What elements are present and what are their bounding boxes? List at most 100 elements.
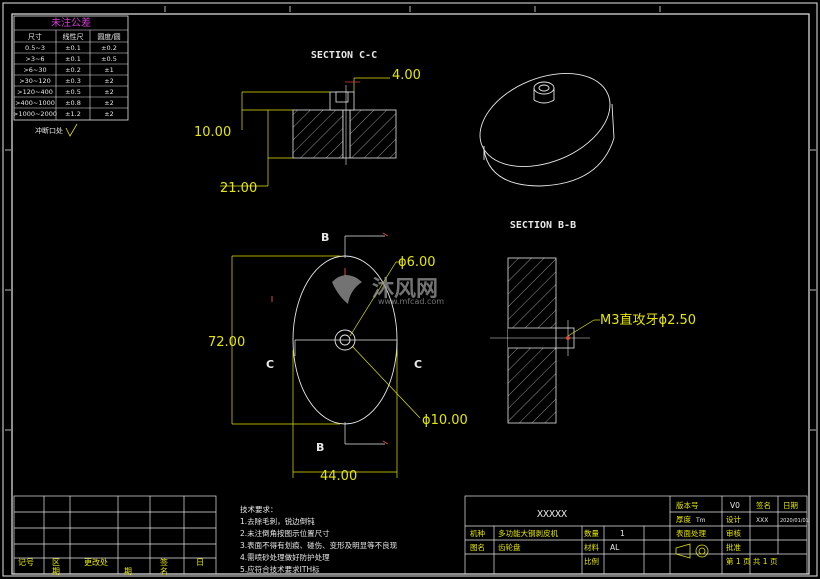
rev-label-zone: 区 bbox=[52, 558, 60, 567]
tech-requirements: 技术要求： 1.去除毛刺，锐边倒钝 2.未注倒角按图示位置尺寸 3.表面不得有划… bbox=[240, 504, 398, 574]
part-label: 图名 bbox=[470, 542, 485, 552]
dimension-44: 44.00 bbox=[320, 469, 357, 484]
version-value: V0 bbox=[730, 501, 740, 510]
tolerance-cell: >6~30 bbox=[23, 66, 46, 74]
revision-labels: 记号 区 更改处 签 日 期 期 名 bbox=[18, 557, 204, 576]
tech-req-line-5: 5.应符合技术要求ITH标 bbox=[240, 564, 320, 574]
tolerance-cell: ±1.2 bbox=[65, 110, 81, 118]
tolerance-cell: ±1 bbox=[104, 66, 114, 74]
date-value: 2020/01/01 bbox=[780, 518, 809, 524]
surface-label: 表面处理 bbox=[676, 528, 706, 538]
tolerance-cell: ±2 bbox=[104, 110, 114, 118]
isometric-view bbox=[479, 73, 615, 187]
tolerance-cell: ±2 bbox=[104, 99, 114, 107]
qty-label: 数量 bbox=[584, 528, 599, 538]
view-label-c-right: C bbox=[414, 358, 422, 371]
tolerance-cell: ±0.8 bbox=[65, 99, 81, 107]
section-c-c-title: SECTION C-C bbox=[311, 50, 377, 61]
dimension-10: 10.00 bbox=[194, 125, 231, 140]
tech-req-line-1: 1.去除毛刺，锐边倒钝 bbox=[240, 516, 315, 526]
check-label: 审核 bbox=[726, 528, 741, 538]
view-label-b-top: B bbox=[321, 231, 329, 244]
product-value: 多功能大钢剥皮机 bbox=[498, 528, 558, 538]
view-label-b-bottom: B bbox=[316, 441, 324, 454]
tolerance-table-title: 未注公差 bbox=[51, 16, 91, 29]
thickness-value: Tm bbox=[695, 517, 706, 524]
tolerance-cell: ±0.1 bbox=[65, 44, 81, 52]
tolerance-header-linear: 线性尺 bbox=[63, 32, 84, 41]
tolerance-header-round: 圆度/圆 bbox=[97, 32, 120, 41]
tolerance-cell: >30~120 bbox=[19, 77, 51, 85]
roughness-label: 冲断口处 bbox=[35, 126, 63, 135]
sign-label: 签名 bbox=[756, 500, 771, 510]
dimension-phi6: ϕ6.00 bbox=[398, 255, 436, 270]
section-lines bbox=[294, 235, 398, 445]
section-c-c: SECTION C-C 4.00 10.00 21.00 bbox=[194, 50, 421, 196]
watermark: 沐风网 www.mfcad.com bbox=[332, 275, 444, 306]
frame-zone-ticks bbox=[5, 6, 816, 431]
material-label: 材料 bbox=[584, 542, 599, 552]
rev-label-name: 名 bbox=[160, 566, 168, 576]
dimension-phi10: ϕ10.00 bbox=[422, 413, 468, 428]
rev-label-day: 日 bbox=[196, 558, 204, 567]
revision-block bbox=[13, 495, 217, 575]
tolerance-cell: >1000~2000 bbox=[13, 110, 57, 118]
tolerance-cell: ±0.2 bbox=[101, 44, 117, 52]
watermark-url: www.mfcad.com bbox=[378, 297, 444, 306]
dimension-21: 21.00 bbox=[220, 181, 257, 196]
projection-symbol-icon bbox=[675, 543, 709, 559]
watermark-logo-icon bbox=[332, 275, 362, 304]
tolerance-header-size: 尺寸 bbox=[28, 32, 42, 41]
roughness-note: 冲断口处 bbox=[35, 123, 78, 137]
scale-label: 比例 bbox=[584, 556, 599, 566]
approve-label: 批准 bbox=[726, 542, 741, 552]
tolerance-cell: ±0.3 bbox=[65, 77, 81, 85]
title-block: XXXXX 版本号 V0 签名 日期 厚度 Tm 设计 XXX 2020/01/… bbox=[470, 500, 809, 566]
tech-req-line-4: 4.需喷砂处理做好防护处理 bbox=[240, 552, 330, 562]
company-name: XXXXX bbox=[537, 509, 567, 520]
front-view: B B C C ϕ6.00 72.00 ϕ10.00 44.00 bbox=[208, 231, 468, 484]
tolerance-cell: >3~6 bbox=[25, 55, 44, 63]
rev-label-mark: 记号 bbox=[18, 558, 34, 567]
part-value: 齿轮盘 bbox=[498, 542, 521, 552]
dimension-72: 72.00 bbox=[208, 335, 245, 350]
product-label: 机种 bbox=[470, 528, 485, 538]
title-block-grid bbox=[464, 495, 808, 575]
dimension-4: 4.00 bbox=[392, 68, 421, 83]
rev-label-period-1: 期 bbox=[52, 567, 60, 576]
tolerance-cell: >120~400 bbox=[17, 88, 53, 96]
roughness-symbol bbox=[65, 123, 78, 137]
watermark-cn: 沐风网 bbox=[372, 277, 438, 302]
material-value: AL bbox=[610, 543, 620, 552]
tech-req-line-3: 3.表面不得有划痕、碰伤、变形及明显等不良现 bbox=[240, 540, 398, 550]
section-b-b-title: SECTION B-B bbox=[510, 220, 576, 231]
tolerance-cell: ±2 bbox=[104, 77, 114, 85]
tolerance-cell: 0.5~3 bbox=[25, 44, 45, 52]
tolerance-cell: ±0.5 bbox=[101, 55, 117, 63]
page-text: 第 1 页 共 1 页 bbox=[726, 556, 778, 566]
tolerance-cell: ±2 bbox=[104, 88, 114, 96]
section-c-c-dimensions bbox=[220, 77, 390, 187]
thread-callout: M3直攻牙ϕ2.50 bbox=[600, 313, 696, 328]
design-value: XXX bbox=[756, 517, 768, 524]
rev-label-period-2: 期 bbox=[124, 567, 132, 576]
thickness-label: 厚度 bbox=[676, 514, 691, 524]
design-label: 设计 bbox=[726, 514, 741, 524]
tolerance-cell: ±0.5 bbox=[65, 88, 81, 96]
version-label: 版本号 bbox=[676, 500, 699, 510]
date-label: 日期 bbox=[783, 501, 798, 510]
section-b-b: SECTION B-B M3直攻牙ϕ2.50 bbox=[490, 220, 696, 424]
tolerance-table-rows: 0.5~3 ±0.1 ±0.2 >3~6 ±0.1 ±0.5 >6~30 ±0.2 ±1 >30~… bbox=[13, 44, 128, 118]
tolerance-cell: >400~1000 bbox=[15, 99, 55, 107]
tolerance-table: 0.5~3 ±0.1 ±0.2 >3~6 ±0.1 ±0.5 >6~30 ±0.2 ±1 >30~… bbox=[13, 15, 129, 121]
rev-label-sign: 签 bbox=[160, 557, 168, 567]
tolerance-cell: ±0.2 bbox=[65, 66, 81, 74]
tech-req-title: 技术要求： bbox=[240, 504, 278, 514]
view-label-c-left: C bbox=[266, 358, 274, 371]
tech-req-line-2: 2.未注倒角按图示位置尺寸 bbox=[240, 528, 330, 538]
rev-label-change: 更改处 bbox=[84, 557, 108, 567]
front-view-dimensions bbox=[231, 255, 421, 478]
tolerance-cell: ±0.1 bbox=[65, 55, 81, 63]
